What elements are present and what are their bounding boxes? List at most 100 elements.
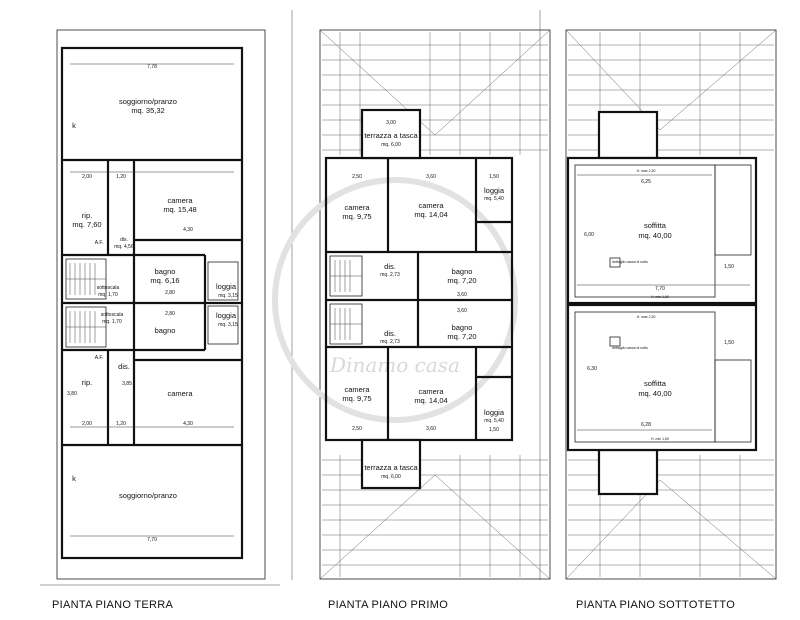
room-name: loggia: [216, 311, 237, 320]
height-note: H. max 2,30: [637, 169, 656, 173]
room-area: mq. 4,56: [114, 244, 134, 250]
dim-label: 7,70: [147, 537, 157, 543]
caption-first-floor: PIANTA PIANO PRIMO: [328, 599, 448, 611]
dim-label: 3,60: [457, 292, 467, 298]
kitchen-mark: k: [72, 474, 76, 483]
room-area: mq. 9,75: [342, 394, 371, 403]
attic-tank-top: [609, 257, 621, 268]
room-name: loggia: [484, 408, 505, 417]
caption-ground-floor: PIANTA PIANO TERRA: [52, 599, 173, 611]
room-area: mq. 6,00: [381, 474, 401, 480]
attic-skylight-top: [597, 110, 659, 160]
room-area: mq. 6,16: [150, 276, 179, 285]
room-name: bagno: [452, 267, 473, 276]
room-name: bagno: [452, 323, 473, 332]
room-area: mq. 6,00: [381, 142, 401, 148]
dim-label: 2,80: [165, 290, 175, 296]
watermark: Dinamo casa: [272, 177, 518, 423]
dim-label: 2,80: [165, 311, 175, 317]
room-name: A.F.: [95, 355, 104, 361]
first-floor-plan: 3,00 terrazza a tasca mq. 6,00 2,50 3,60…: [319, 29, 551, 580]
ground-loggia-bottom-box: [207, 305, 239, 345]
ground-stairs-bottom: [65, 306, 107, 348]
ground-floor-plan: 7,78 soggiorno/pranzo mq. 35,32 k 2,00 1…: [60, 46, 244, 560]
room-name: rip.: [82, 211, 92, 220]
ground-loggia-top-box: [207, 261, 239, 301]
room-name: loggia: [216, 282, 237, 291]
dim-label: 1,20: [116, 174, 126, 180]
room-name: sottoscala: [101, 312, 124, 318]
room-area: mq. 9,75: [342, 212, 371, 221]
room-name: dis.: [120, 237, 128, 243]
room-name: dis.: [384, 329, 396, 338]
room-name: A.F.: [95, 240, 104, 246]
room-name: camera: [344, 385, 370, 394]
room-name: camera: [344, 203, 370, 212]
dim-label: 7,70: [655, 286, 665, 292]
room-name: dis.: [384, 262, 396, 271]
attic-niche-top: [714, 164, 752, 256]
dim-label: 2,50: [352, 174, 362, 180]
dim-label: 2,50: [352, 426, 362, 432]
kitchen-mark: k: [72, 121, 76, 130]
dim-label: 1,20: [116, 421, 126, 427]
room-area: mq. 14,04: [414, 210, 447, 219]
dim-label: 4,30: [183, 421, 193, 427]
dim-label: 1,50: [724, 264, 734, 270]
room-area: mq. 2,73: [380, 272, 400, 278]
dim-label: 1,50: [489, 174, 499, 180]
attic-room-top-wall: [566, 156, 758, 305]
room-name: loggia: [484, 186, 505, 195]
tank-note: dettaglio vasca di sotto: [612, 260, 648, 264]
dim-label: 3,00: [386, 120, 396, 126]
room-name: sottoscala: [97, 285, 120, 291]
height-note: H. min 1,60: [651, 437, 669, 441]
attic-tank-bottom: [609, 336, 621, 347]
room-area: mq. 7,60: [72, 220, 101, 229]
first-roof-outline: [319, 29, 551, 580]
room-area: mq. 15,48: [163, 205, 196, 214]
room-name: soggiorno/pranzo: [119, 491, 177, 500]
height-note: H. min 1,60: [651, 295, 669, 299]
dim-label: 3,60: [426, 426, 436, 432]
room-area: mq. 7,20: [447, 332, 476, 341]
dim-label: 6,30: [587, 366, 597, 372]
room-area: mq. 3,15: [218, 293, 238, 299]
room-name: camera: [418, 387, 444, 396]
room-name: bagno: [155, 326, 176, 335]
room-area: mq. 35,32: [131, 106, 164, 115]
dim-label: 1,50: [489, 427, 499, 433]
room-name: camera: [167, 389, 193, 398]
room-name: soffitta: [644, 221, 667, 230]
dim-label: 3,85: [122, 381, 132, 387]
attic-niche-bottom: [714, 359, 752, 443]
room-area: mq. 1,70: [102, 319, 122, 325]
height-note: H. max 2,30: [637, 315, 656, 319]
ground-sheet-frame: [56, 29, 266, 580]
dim-label: 2,00: [82, 174, 92, 180]
room-area: mq. 5,40: [484, 196, 504, 202]
watermark-text: Dinamo casa: [329, 353, 460, 377]
dim-label: 6,28: [641, 422, 651, 428]
room-area: mq. 40,00: [638, 231, 671, 240]
room-name: terrazza a tasca: [364, 463, 418, 472]
room-name: terrazza a tasca: [364, 131, 418, 140]
room-area: mq. 7,20: [447, 276, 476, 285]
attic-skylight-bottom: [597, 448, 659, 496]
room-name: camera: [418, 201, 444, 210]
room-name: soggiorno/pranzo: [119, 97, 177, 106]
room-name: dis.: [118, 362, 130, 371]
room-area: mq. 5,40: [484, 418, 504, 424]
dim-label: 7,78: [147, 64, 157, 70]
first-terrace-bottom: [360, 438, 422, 490]
ground-stairs-top: [65, 258, 107, 300]
dim-label: 6,00: [584, 232, 594, 238]
caption-attic: PIANTA PIANO SOTTOTETTO: [576, 599, 735, 611]
dim-label: 6,25: [641, 179, 651, 185]
dim-label: 3,60: [426, 174, 436, 180]
dim-label: 1,50: [724, 340, 734, 346]
attic-plan: H. max 2,30 6,25 soffitta mq. 40,00 dett…: [565, 29, 777, 580]
dim-label: 4,30: [183, 227, 193, 233]
first-roof-tiles: [322, 32, 548, 577]
